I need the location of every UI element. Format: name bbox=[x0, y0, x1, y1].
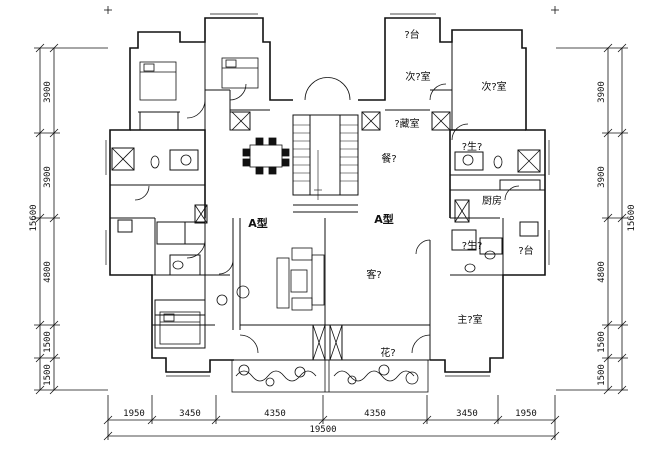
bottom-dim-6: 1950 bbox=[515, 409, 537, 419]
dining-table bbox=[242, 137, 290, 175]
room-label-kitchen: 厨房 bbox=[482, 194, 502, 207]
stair-treads bbox=[293, 124, 358, 200]
top-edge-marks bbox=[104, 6, 559, 14]
right-dim-5: 1500 bbox=[597, 364, 607, 386]
bottom-dim-2: 3450 bbox=[179, 409, 201, 419]
bed-left-third bbox=[221, 57, 259, 89]
bottom-dim-1: 1950 bbox=[123, 409, 145, 419]
left-dim-total: 15600 bbox=[29, 204, 39, 231]
left-dim-2: 3900 bbox=[43, 166, 53, 188]
door-swings bbox=[134, 77, 520, 354]
bottom-dim-total: 19500 bbox=[309, 425, 336, 435]
sofa-set bbox=[216, 247, 325, 311]
room-label-bathroom-right-2: ?生? bbox=[462, 239, 483, 252]
left-dimension-chain bbox=[34, 43, 108, 395]
bath-fixtures bbox=[111, 111, 541, 361]
unit-type-left: A型 bbox=[248, 216, 268, 230]
room-label-balcony-top: ?台 bbox=[404, 28, 419, 41]
bed-left-master bbox=[159, 311, 201, 345]
room-label-master-bedroom: 主?室 bbox=[457, 313, 482, 326]
right-dim-total: 15600 bbox=[627, 204, 637, 231]
bottom-dim-5: 3450 bbox=[456, 409, 478, 419]
room-label-balcony-right: ?台 bbox=[518, 244, 533, 257]
left-dim-4: 1500 bbox=[43, 331, 53, 353]
room-label-garden: 花? bbox=[380, 346, 395, 359]
garden-strip bbox=[231, 359, 429, 393]
room-label-second-bedroom-1: 次?室 bbox=[405, 70, 430, 83]
room-label-dining: 餐? bbox=[381, 152, 396, 165]
bottom-dim-3: 4350 bbox=[264, 409, 286, 419]
right-dimension-chain bbox=[556, 43, 628, 395]
right-dim-2: 3900 bbox=[597, 166, 607, 188]
right-dim-3: 4800 bbox=[597, 261, 607, 283]
bottom-dim-4: 4350 bbox=[364, 409, 386, 419]
room-label-storage: ?藏室 bbox=[394, 117, 419, 130]
room-label-bathroom-right: ?生? bbox=[462, 140, 483, 153]
right-dim-1: 3900 bbox=[597, 81, 607, 103]
unit-type-right: A型 bbox=[374, 212, 394, 226]
left-dim-5: 1500 bbox=[43, 364, 53, 386]
room-label-living: 客? bbox=[366, 268, 381, 281]
bottom-dimension-chain bbox=[103, 395, 560, 441]
window-marks bbox=[105, 13, 550, 377]
bed-left-second bbox=[139, 61, 177, 101]
right-dim-4: 1500 bbox=[597, 331, 607, 353]
room-label-second-bedroom-2: 次?室 bbox=[481, 80, 506, 93]
left-dim-3: 4800 bbox=[43, 261, 53, 283]
left-dim-1: 3900 bbox=[43, 81, 53, 103]
